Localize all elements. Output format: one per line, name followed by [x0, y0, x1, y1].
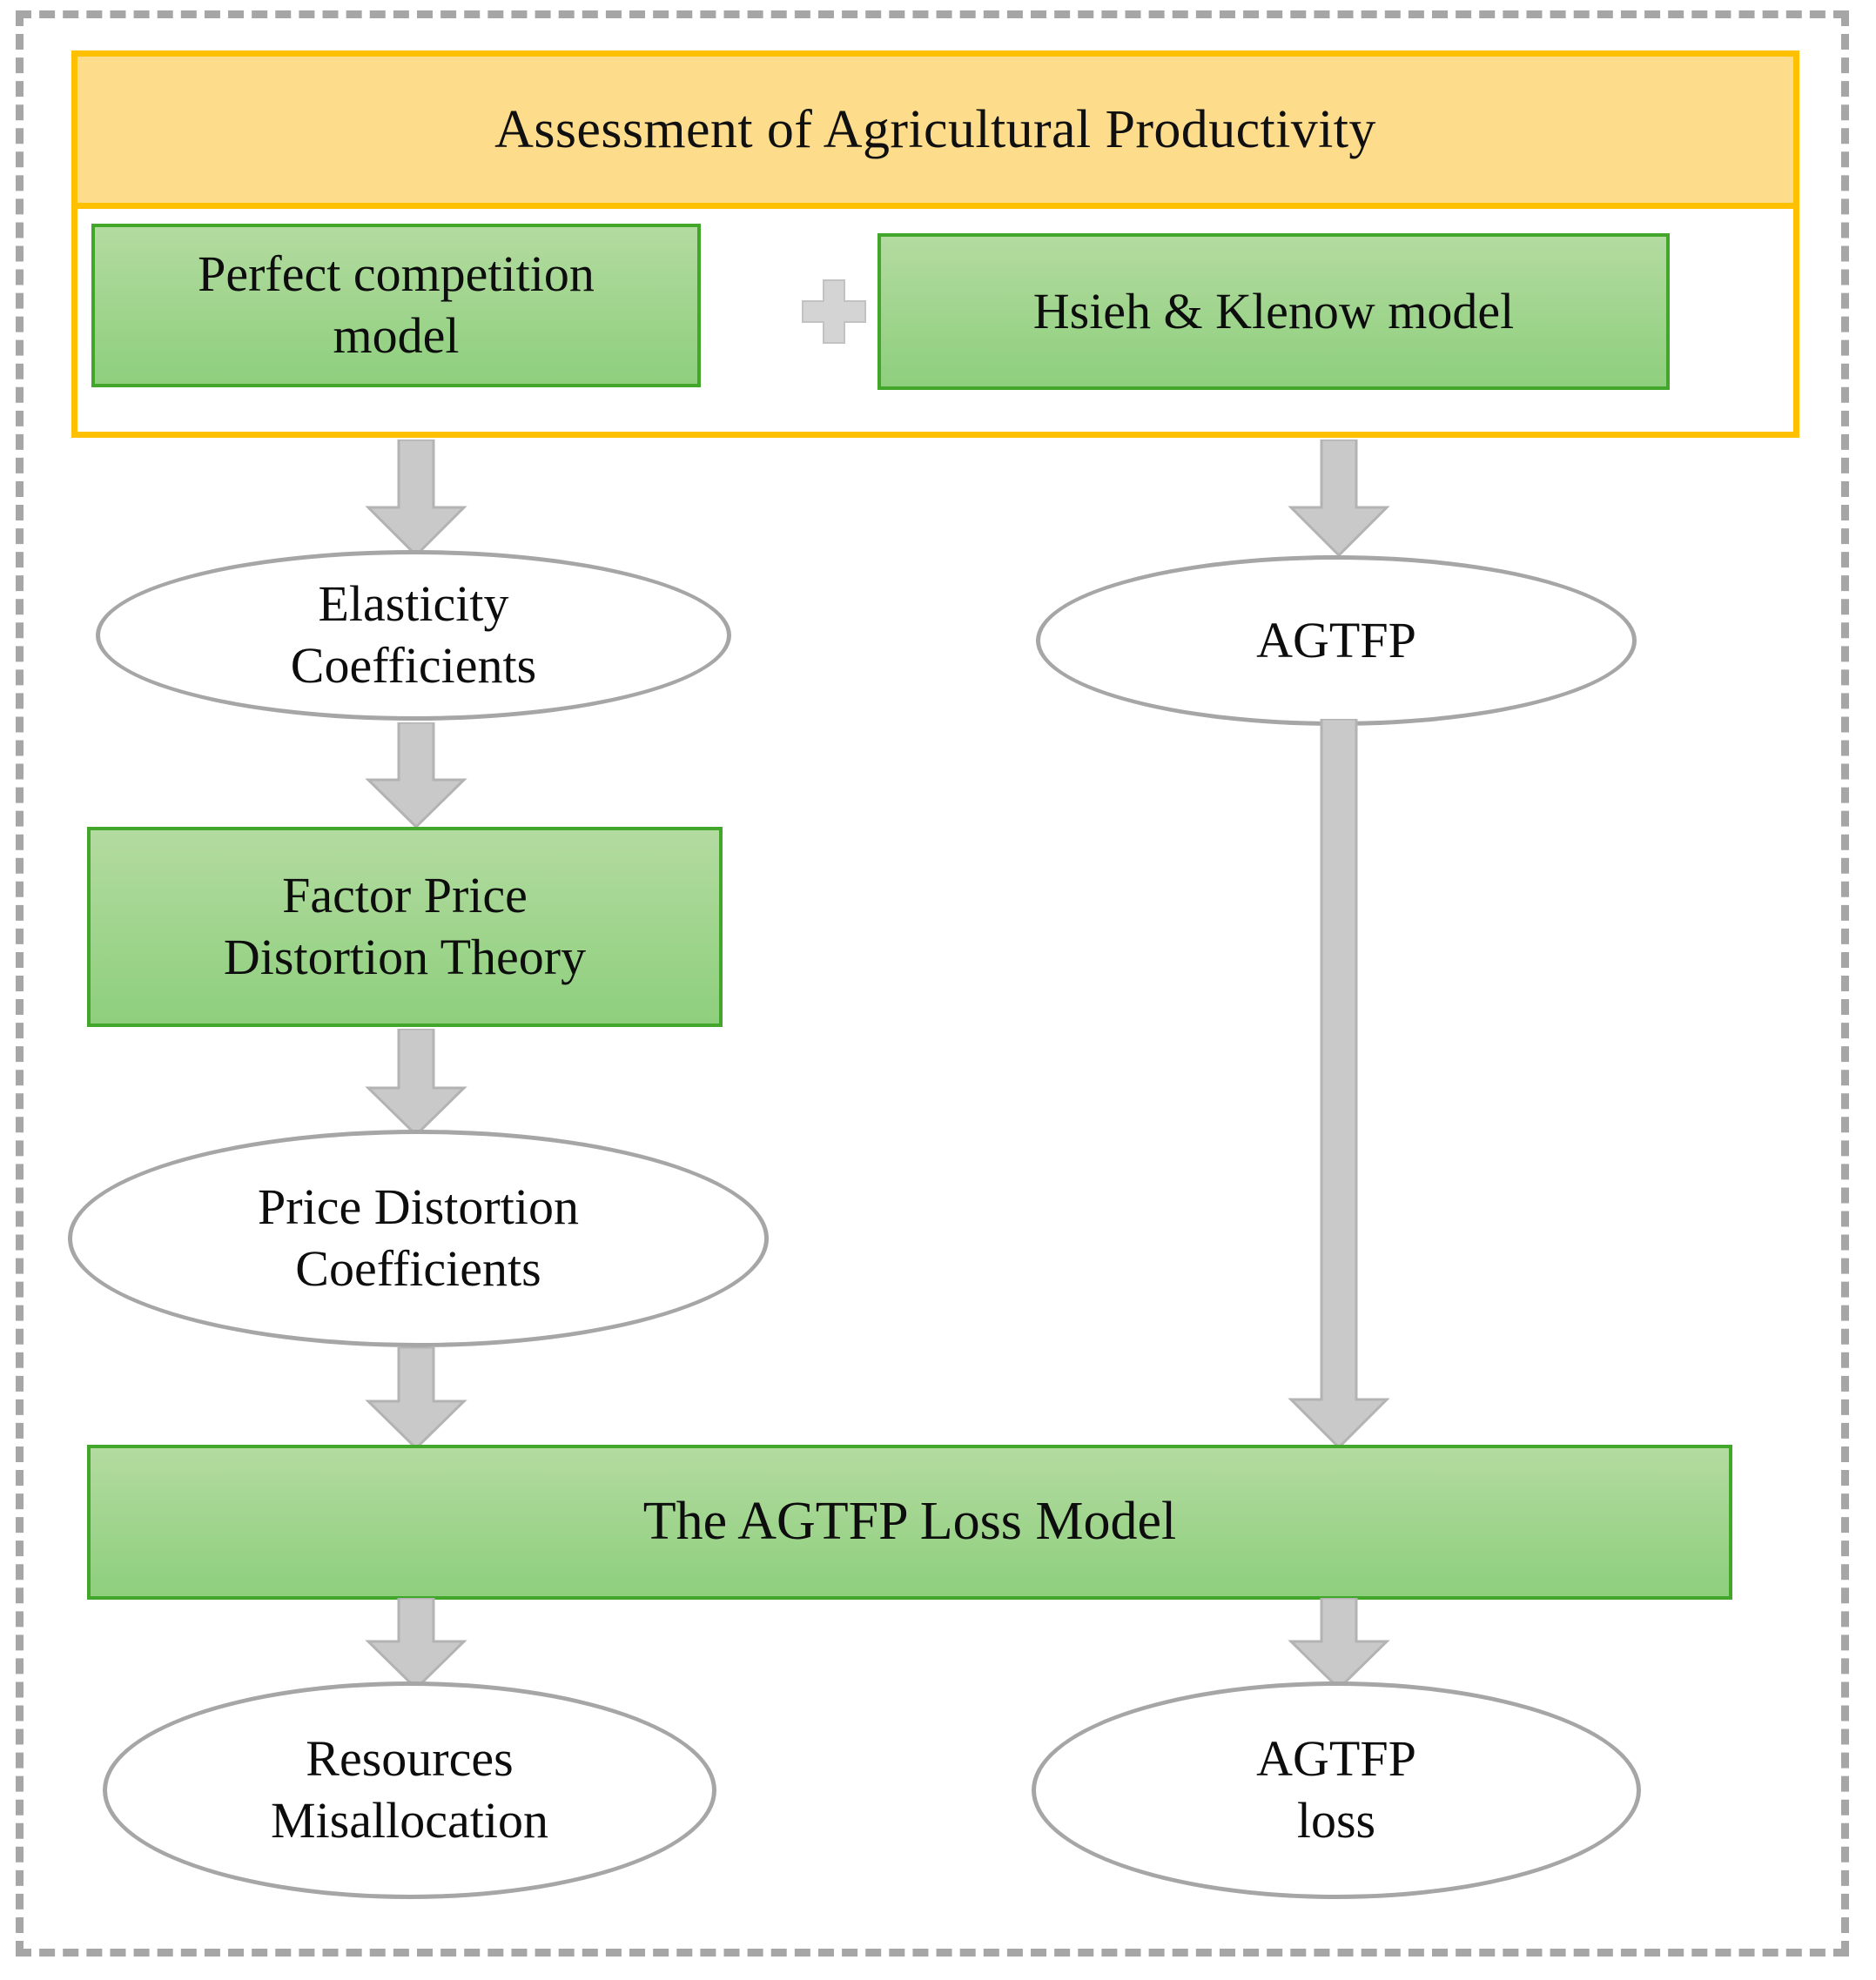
node-label: The AGTFP Loss Model — [642, 1492, 1177, 1552]
node-price-distortion-coefficients[interactable]: Price Distortion Coefficients — [68, 1130, 769, 1347]
node-agtfp[interactable]: AGTFP — [1036, 555, 1637, 726]
plus-icon — [799, 277, 869, 346]
node-label: Elasticity Coefficients — [290, 575, 537, 694]
node-label: Factor Price Distortion Theory — [223, 867, 587, 985]
node-perfect-competition-model[interactable]: Perfect competition model — [91, 224, 701, 387]
outer-dashed-frame — [16, 10, 1849, 1957]
node-resources-misallocation[interactable]: Resources Misallocation — [103, 1681, 716, 1899]
node-label: Hsieh & Klenow model — [1032, 282, 1515, 339]
node-elasticity-coefficients[interactable]: Elasticity Coefficients — [96, 550, 731, 721]
arrow-elasticity-to-factor-price — [364, 722, 468, 829]
node-label: Resources Misallocation — [271, 1730, 548, 1849]
arrow-agtfp-to-loss-model — [1287, 719, 1391, 1450]
node-label: Perfect competition model — [198, 245, 595, 364]
node-label: Price Distortion Coefficients — [258, 1178, 579, 1297]
arrow-hsieh-klenow-to-agtfp — [1287, 440, 1391, 557]
arrow-perfect-competition-to-elasticity — [364, 440, 468, 557]
arrow-factor-price-to-price-distortion — [364, 1029, 468, 1137]
node-factor-price-distortion-theory[interactable]: Factor Price Distortion Theory — [87, 827, 723, 1027]
arrow-loss-model-to-resources-misallocation — [364, 1598, 468, 1690]
node-agtfp-loss-model[interactable]: The AGTFP Loss Model — [87, 1445, 1732, 1600]
node-label: AGTFP loss — [1256, 1730, 1416, 1849]
node-label: AGTFP — [1256, 611, 1416, 668]
arrow-price-distortion-to-loss-model — [364, 1347, 468, 1450]
node-hsieh-klenow-model[interactable]: Hsieh & Klenow model — [877, 233, 1670, 390]
node-agtfp-loss[interactable]: AGTFP loss — [1032, 1681, 1641, 1899]
arrow-loss-model-to-agtfp-loss — [1287, 1598, 1391, 1690]
page-title: Assessment of Agricultural Productivity — [77, 57, 1793, 209]
